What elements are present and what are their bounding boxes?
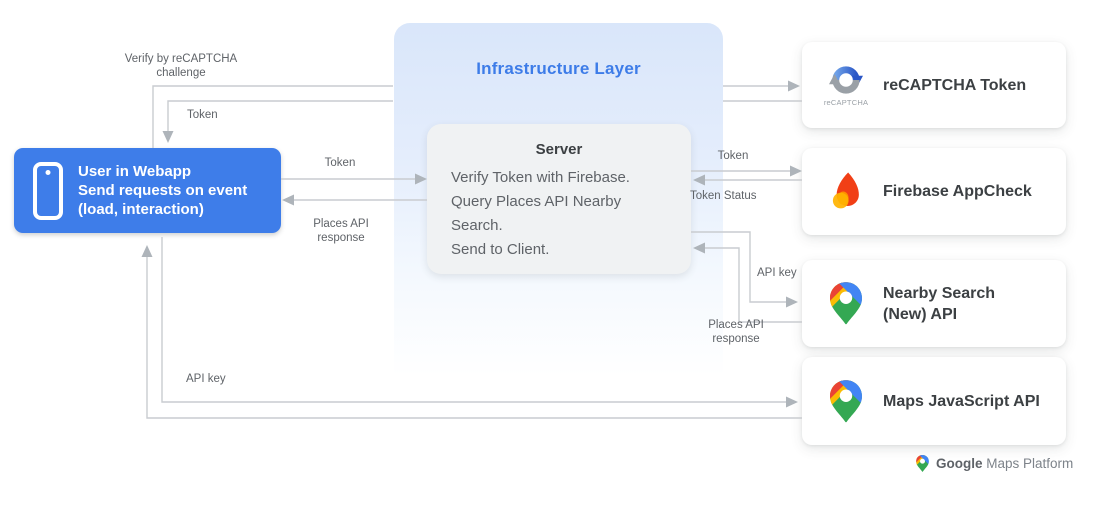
user-webapp-line: User in Webapp — [78, 163, 192, 180]
arrowhead-maps-into-user — [141, 245, 153, 257]
user-webapp-line: Send requests on event — [78, 182, 248, 199]
server-title: Server — [535, 141, 583, 158]
recaptcha-icon-glyph — [829, 66, 863, 94]
card-nearby-search-api: Nearby Search (New) API — [802, 260, 1066, 347]
arrowhead-apikey-into-nearby — [786, 296, 798, 308]
flow-label-token-status: Token Status — [690, 190, 757, 202]
brand-google: Google — [936, 456, 983, 471]
maps-pin-icon-glyph — [830, 379, 862, 422]
smartphone-icon — [33, 161, 63, 220]
arrowhead-into-recaptcha — [788, 80, 800, 92]
user-webapp-box: User in Webapp Send requests on event (l… — [14, 148, 281, 233]
flow-label-verify-recaptcha-challenge: Verify by reCAPTCHA challenge — [124, 53, 238, 79]
user-webapp-line: (load, interaction) — [78, 201, 204, 218]
user-webapp-text: User in Webapp Send requests on event (l… — [78, 162, 247, 219]
maps-pin-icon-glyph — [830, 282, 862, 325]
card-maps-javascript-api: Maps JavaScript API — [802, 357, 1066, 445]
flow-label-api-key-maps: API key — [186, 373, 226, 385]
flow-label-places-response-to-server: Places API response — [708, 319, 764, 345]
card-label: Firebase AppCheck — [883, 183, 1032, 200]
arrowhead-token-into-user — [162, 131, 174, 143]
brand-maps-platform: Maps Platform — [986, 456, 1074, 471]
server-box: Server Verify Token with Firebase. Query… — [427, 124, 691, 274]
flow-label-recaptcha-token: Token — [187, 109, 218, 121]
server-step: Verify Token with Firebase. — [451, 169, 630, 186]
google-maps-platform-brand: Google Maps Platform — [916, 455, 1073, 472]
flow-label-api-key-nearby: API key — [757, 267, 797, 279]
arrowhead-apikey-into-maps — [786, 396, 798, 408]
phone-camera-dot — [45, 169, 51, 175]
flow-label-token-server-to-firebase: Token — [717, 150, 749, 162]
flow-label-places-response-to-user: Places API response — [313, 218, 369, 244]
card-label: Maps JavaScript API — [883, 392, 1040, 410]
arrowhead-response-into-user — [282, 194, 294, 206]
arrowhead-token-into-firebase — [790, 165, 802, 177]
server-step: Send to Client. — [451, 241, 550, 258]
firebase-icon-glyph — [832, 172, 859, 209]
maps-pin-icon — [823, 282, 869, 325]
card-label: Nearby Search (New) API — [883, 284, 996, 323]
brand-text: Google Maps Platform — [936, 456, 1073, 471]
flow-label-token-user-to-server: Token — [324, 157, 356, 169]
firebase-icon — [823, 171, 869, 212]
recaptcha-icon: reCAPTCHA — [823, 63, 869, 107]
recaptcha-wordmark: reCAPTCHA — [823, 98, 869, 107]
maps-pin-icon — [916, 455, 929, 472]
server-step: Query Places API Nearby Search. — [451, 193, 622, 234]
card-label: reCAPTCHA Token — [883, 76, 1027, 94]
card-recaptcha-token: reCAPTCHA reCAPTCHA Token — [802, 42, 1066, 128]
infrastructure-layer-title: Infrastructure Layer — [476, 59, 641, 78]
maps-pin-icon — [823, 379, 869, 423]
card-firebase-appcheck: Firebase AppCheck — [802, 148, 1066, 235]
